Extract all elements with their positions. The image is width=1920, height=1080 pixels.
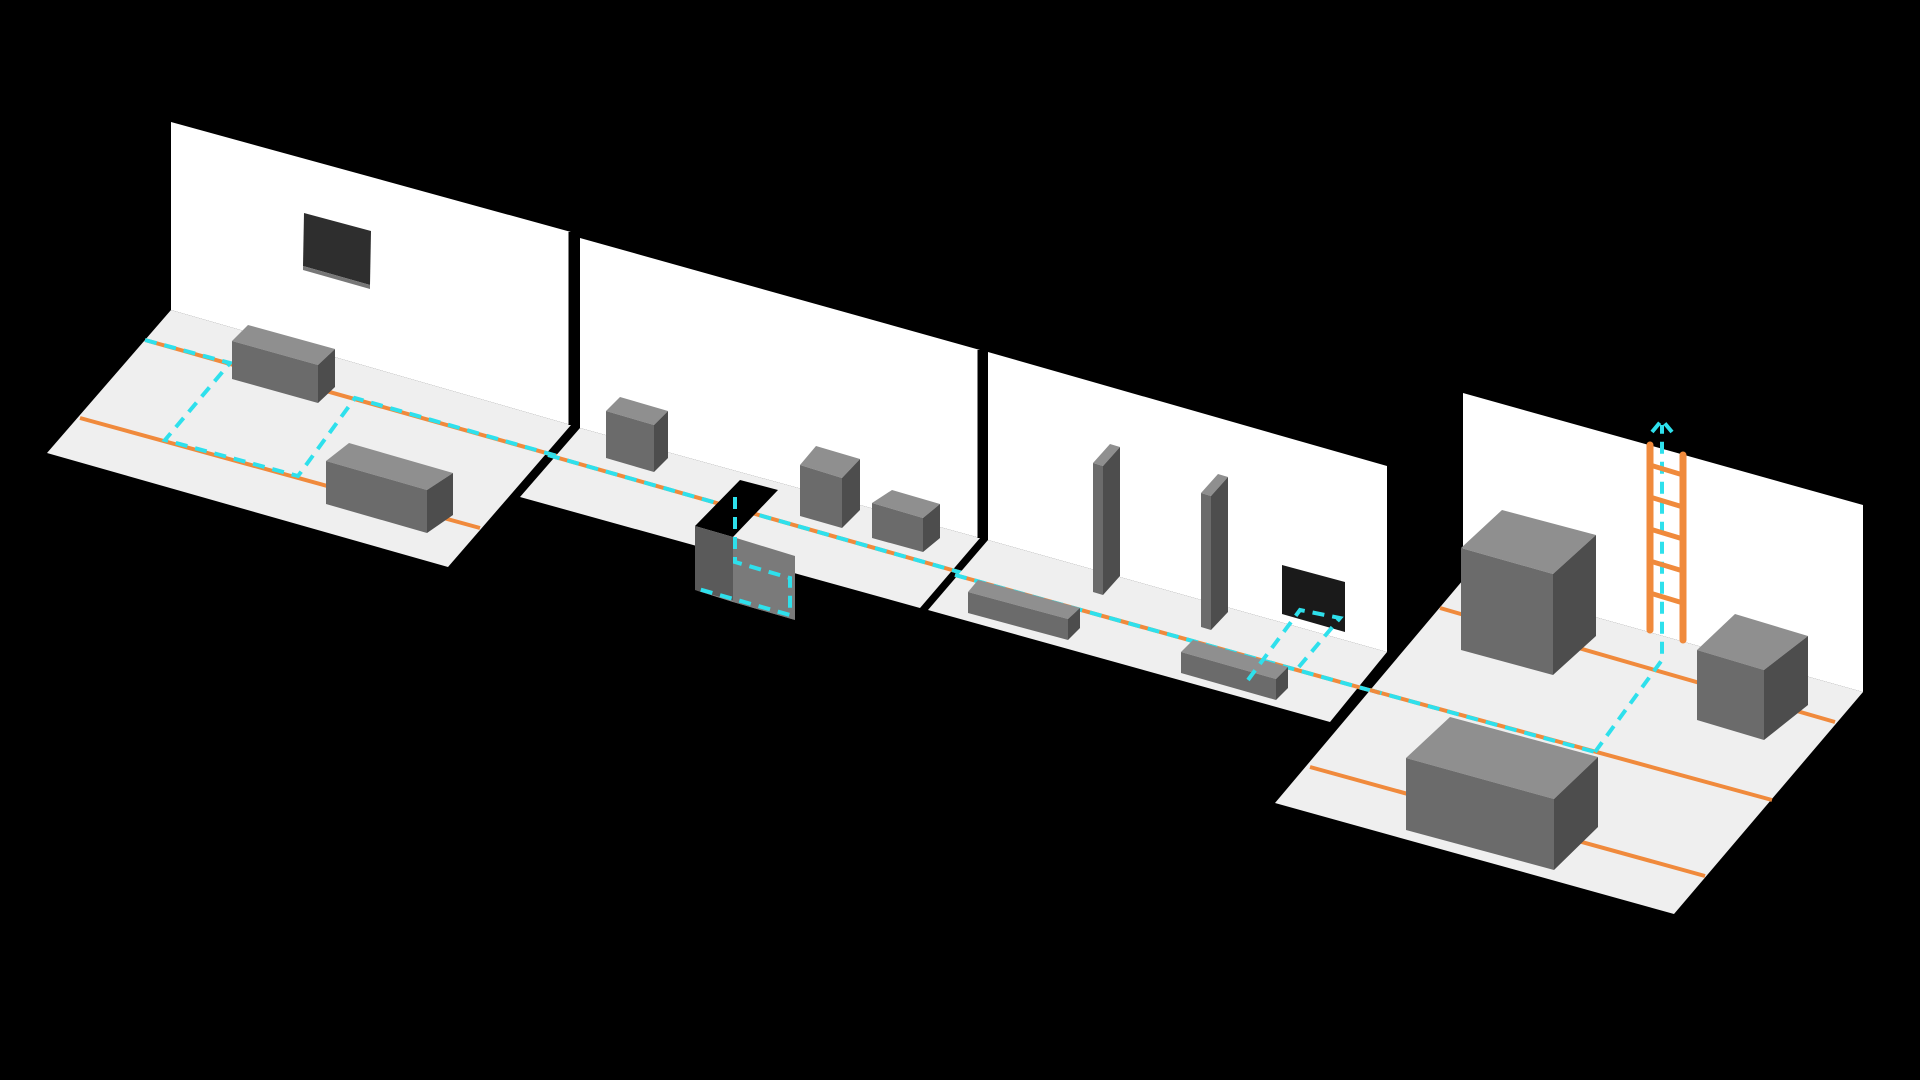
room-3-path-main [954, 573, 1388, 697]
room-1-back-wall [171, 122, 571, 425]
crate-back [232, 325, 335, 403]
medium-cube [800, 446, 860, 528]
small-cube [606, 397, 668, 472]
big-crate [1406, 717, 1598, 870]
floor-pit [694, 480, 795, 620]
wall-picture-ledge [303, 266, 370, 289]
room-2-back-wall [580, 238, 980, 538]
room-3-path-branch [1246, 607, 1344, 682]
room-4 [1275, 393, 1863, 914]
low-slab-2 [1181, 640, 1288, 700]
crate-front [326, 443, 453, 533]
low-slab-1 [968, 580, 1080, 640]
ladder [1646, 441, 1687, 644]
tall-pillar-2 [1201, 474, 1228, 630]
room-1 [47, 122, 572, 567]
room-2 [520, 238, 981, 620]
room-2-path-main [547, 453, 981, 580]
tall-pillar-1 [1093, 444, 1120, 595]
room-1-path [144, 338, 572, 479]
room-3 [928, 352, 1388, 722]
medium-box [1697, 614, 1808, 740]
pit-path [694, 497, 792, 618]
room-4-path-up [1593, 425, 1664, 754]
connector-rail [1369, 688, 1381, 695]
path-arrowhead [1650, 416, 1674, 434]
wall-picture [303, 213, 371, 285]
large-cube [1461, 510, 1596, 675]
flat-box [872, 490, 940, 552]
